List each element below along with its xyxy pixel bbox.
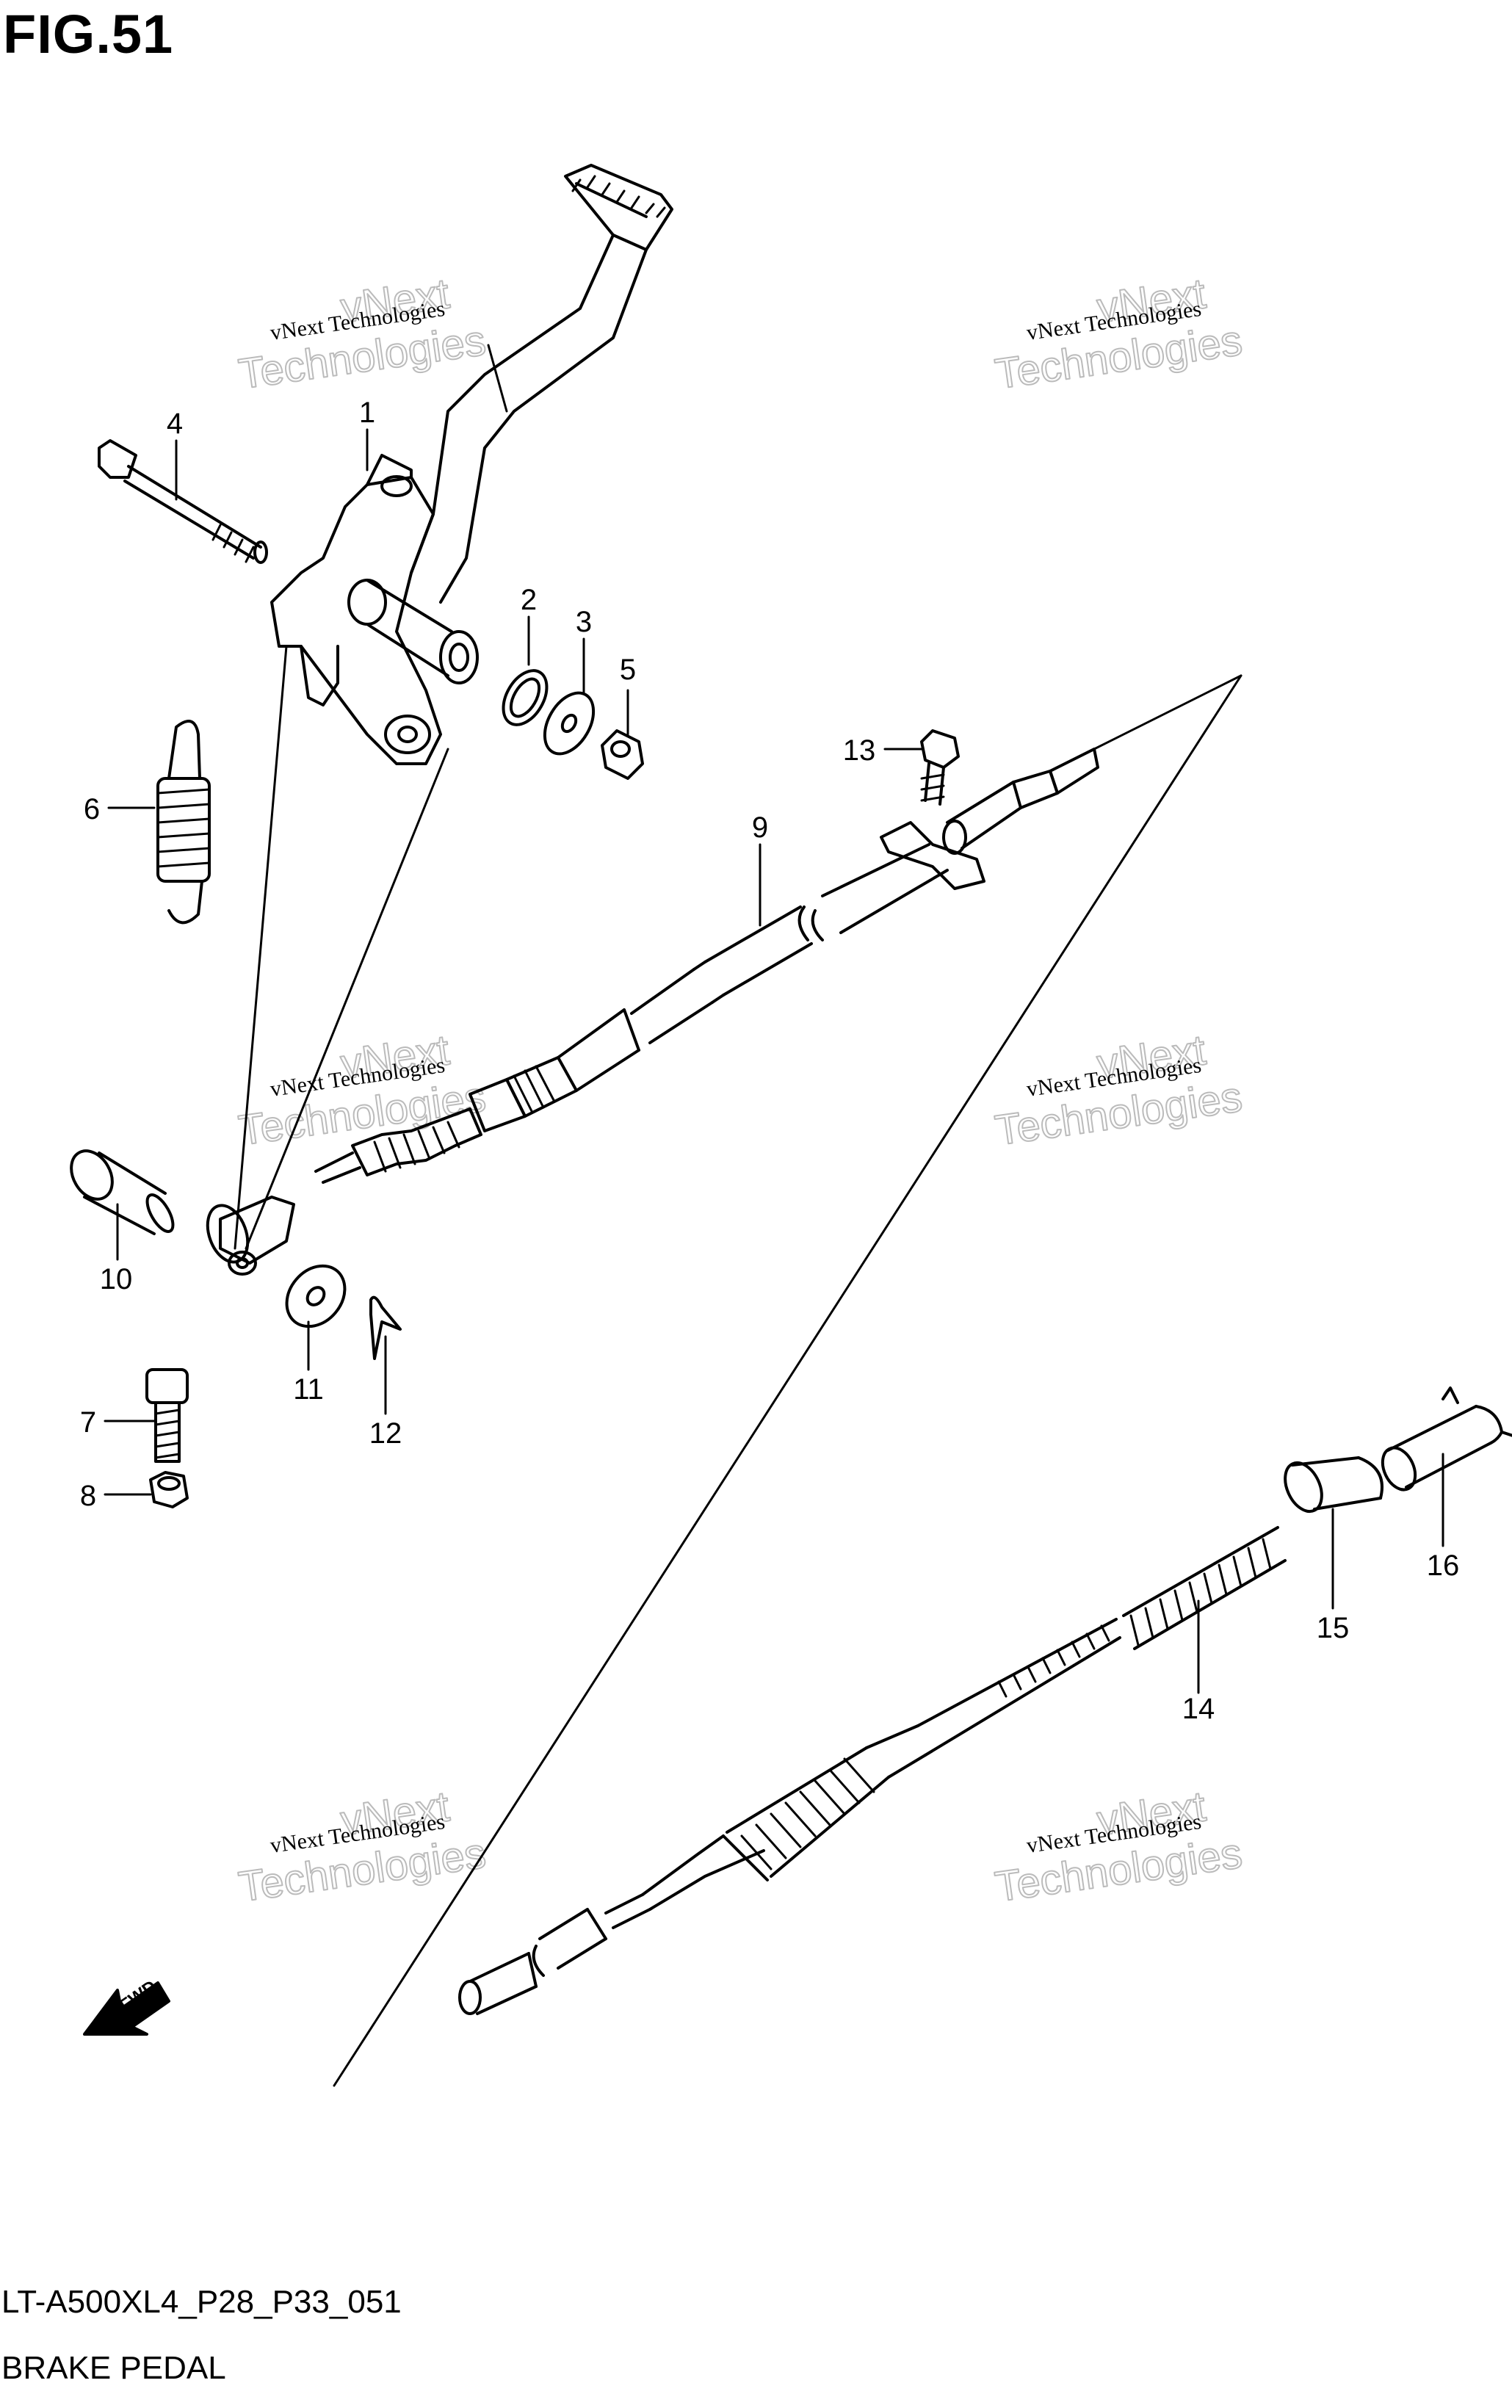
washer-3: [543, 691, 596, 756]
callout-2: 2: [521, 584, 537, 616]
leader-lines: [104, 428, 1444, 1694]
watermark-mid-right: vNext Technologies vNext Technologies: [991, 1025, 1245, 1155]
callout-16: 16: [1427, 1550, 1460, 1582]
callout-5: 5: [620, 654, 636, 686]
lower-brake-cable: [458, 1618, 1121, 2015]
nut-8: [149, 1471, 189, 1508]
assembly-line-pedal-left: [234, 645, 288, 1250]
callout-7: 7: [80, 1406, 96, 1439]
brake-arm-16: [1381, 1386, 1512, 1492]
callout-14: 14: [1182, 1693, 1215, 1725]
o-ring: [502, 669, 549, 726]
assembly-line-top-cable: [1078, 674, 1242, 758]
washer-11: [285, 1264, 347, 1328]
callout-4: 4: [167, 408, 183, 440]
return-spring: [156, 720, 211, 925]
callout-13: 13: [843, 734, 876, 767]
watermark-bottom-left: vNext Technologies vNext Technologies: [235, 1782, 489, 1912]
callout-12: 12: [369, 1417, 402, 1450]
assembly-line-pedal-right: [245, 748, 449, 1250]
clevis-pin: [70, 1149, 175, 1235]
callout-11: 11: [293, 1373, 324, 1406]
pivot-bolt: [98, 439, 268, 564]
callout-9: 9: [752, 811, 768, 844]
callout-6: 6: [84, 793, 100, 825]
assembly-line-diagonal: [333, 674, 1242, 2087]
figure-name: BRAKE PEDAL: [1, 2350, 226, 2386]
bolt-7: [145, 1368, 189, 1463]
callout-1: 1: [359, 397, 375, 429]
figure-title: FIG.51: [3, 4, 174, 65]
watermark-top-left: vNext Technologies vNext Technologies: [235, 269, 489, 399]
callout-3: 3: [576, 606, 592, 638]
cable-clamp-bolt: [920, 729, 960, 806]
fwd-arrow-icon: FWD: [83, 1976, 170, 2036]
callout-labels: 1 2 3 4 5 6 7 8 9 10 11 12 13 14 15 16: [80, 397, 1459, 1725]
spring-14: [1122, 1526, 1287, 1650]
figure-code: LT-A500XL4_P28_P33_051: [1, 2284, 402, 2320]
brake-cable: [206, 748, 1099, 1276]
nut-5: [601, 729, 644, 780]
assembly-lines: [234, 645, 1242, 2087]
cotter-pin: [369, 1295, 402, 1360]
watermark-bottom-right: vNext Technologies vNext Technologies: [991, 1782, 1245, 1912]
watermark-mid-left: vNext Technologies vNext Technologies: [235, 1025, 489, 1155]
watermark-group: vNext Technologies vNext Technologies vN…: [235, 269, 1245, 1912]
joint-15: [1284, 1456, 1383, 1514]
callout-8: 8: [80, 1480, 96, 1512]
callout-10: 10: [100, 1263, 133, 1295]
brake-pedal: [270, 164, 673, 765]
callout-15: 15: [1317, 1612, 1350, 1644]
watermark-top-right: vNext Technologies vNext Technologies: [991, 269, 1245, 399]
